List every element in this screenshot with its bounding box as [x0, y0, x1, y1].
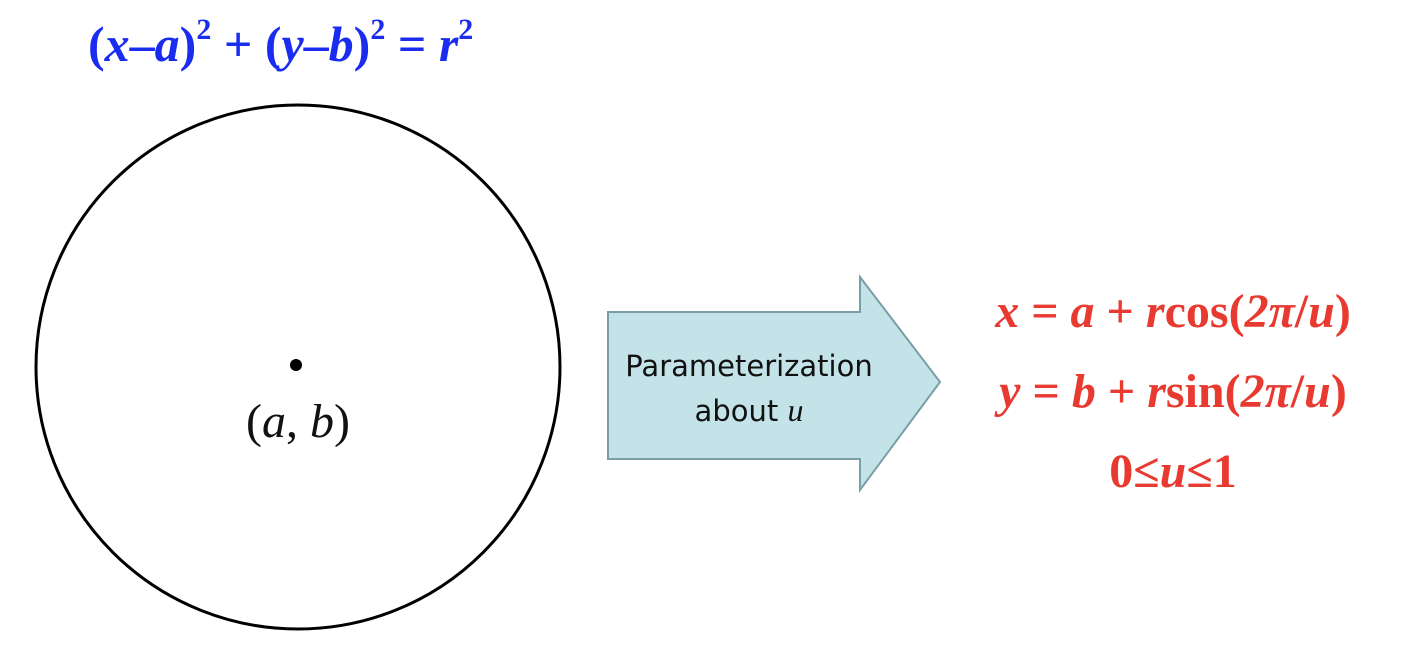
implicit-close-paren-2: ) — [353, 16, 371, 72]
py-lhs: y — [999, 365, 1021, 418]
domain-zero: 0 — [1109, 445, 1134, 498]
py-close: ) — [1330, 365, 1347, 418]
py-equals: = — [1020, 365, 1072, 418]
px-var-r: r — [1145, 285, 1165, 338]
py-var-b: b — [1071, 365, 1096, 418]
arrow-label-line-1: Parameterization — [625, 349, 873, 383]
arrow-label: Parameterization about u — [608, 344, 890, 433]
px-lhs: x — [995, 285, 1020, 338]
arrow-label-about: about — [694, 394, 788, 428]
parametric-x-equation: x = a + rcos(2π/u) — [940, 272, 1406, 352]
px-var-a: a — [1070, 285, 1095, 338]
px-equals: = — [1019, 285, 1071, 338]
px-slash: / — [1294, 285, 1309, 338]
parameter-domain: 0≤u≤1 — [940, 432, 1406, 512]
parametric-equations: x = a + rcos(2π/u) y = b + rsin(2π/u) 0≤… — [940, 272, 1406, 512]
implicit-plus: + — [211, 16, 265, 72]
parametric-y-equation: y = b + rsin(2π/u) — [940, 352, 1406, 432]
implicit-var-y: y — [281, 16, 304, 72]
px-plus: + — [1094, 285, 1146, 338]
parameterization-arrow — [607, 274, 942, 494]
py-slash: / — [1290, 365, 1305, 418]
center-open-paren: ( — [246, 395, 262, 448]
implicit-open-paren-2: ( — [264, 16, 282, 72]
px-two-pi: 2π — [1244, 285, 1295, 338]
domain-var-u: u — [1159, 445, 1187, 498]
implicit-exponent-3: 2 — [458, 13, 474, 46]
py-var-r: r — [1147, 365, 1166, 418]
implicit-circle-equation: (x–a)2 + (y–b)2 = r2 — [88, 14, 473, 74]
px-func: cos( — [1164, 285, 1245, 338]
implicit-open-paren-1: ( — [88, 16, 105, 72]
implicit-equals: = — [385, 16, 439, 72]
implicit-exponent-1: 2 — [196, 13, 212, 46]
implicit-minus-1: – — [129, 16, 155, 72]
px-var-u: u — [1308, 285, 1335, 338]
domain-le-1: ≤ — [1133, 445, 1160, 498]
implicit-var-b: b — [328, 16, 354, 72]
implicit-var-a: a — [154, 16, 180, 72]
implicit-var-x: x — [104, 16, 130, 72]
arrow-label-var-u: u — [787, 392, 804, 428]
arrow-label-line-2: about u — [608, 388, 890, 433]
center-point — [290, 359, 302, 371]
py-two-pi: 2π — [1240, 365, 1291, 418]
py-func: sin( — [1165, 365, 1241, 418]
center-var-a: a — [262, 395, 286, 448]
domain-one: 1 — [1212, 445, 1237, 498]
py-var-u: u — [1304, 365, 1331, 418]
px-close: ) — [1334, 285, 1351, 338]
center-comma: , — [286, 395, 310, 448]
implicit-exponent-2: 2 — [370, 13, 386, 46]
implicit-minus-2: – — [303, 16, 329, 72]
circle-outline — [34, 103, 562, 631]
py-plus: + — [1095, 365, 1148, 418]
implicit-var-r: r — [438, 16, 459, 72]
center-close-paren: ) — [334, 395, 350, 448]
center-var-b: b — [310, 395, 334, 448]
implicit-close-paren-1: ) — [179, 16, 197, 72]
domain-le-2: ≤ — [1186, 445, 1213, 498]
center-label: (a, b) — [228, 392, 368, 452]
